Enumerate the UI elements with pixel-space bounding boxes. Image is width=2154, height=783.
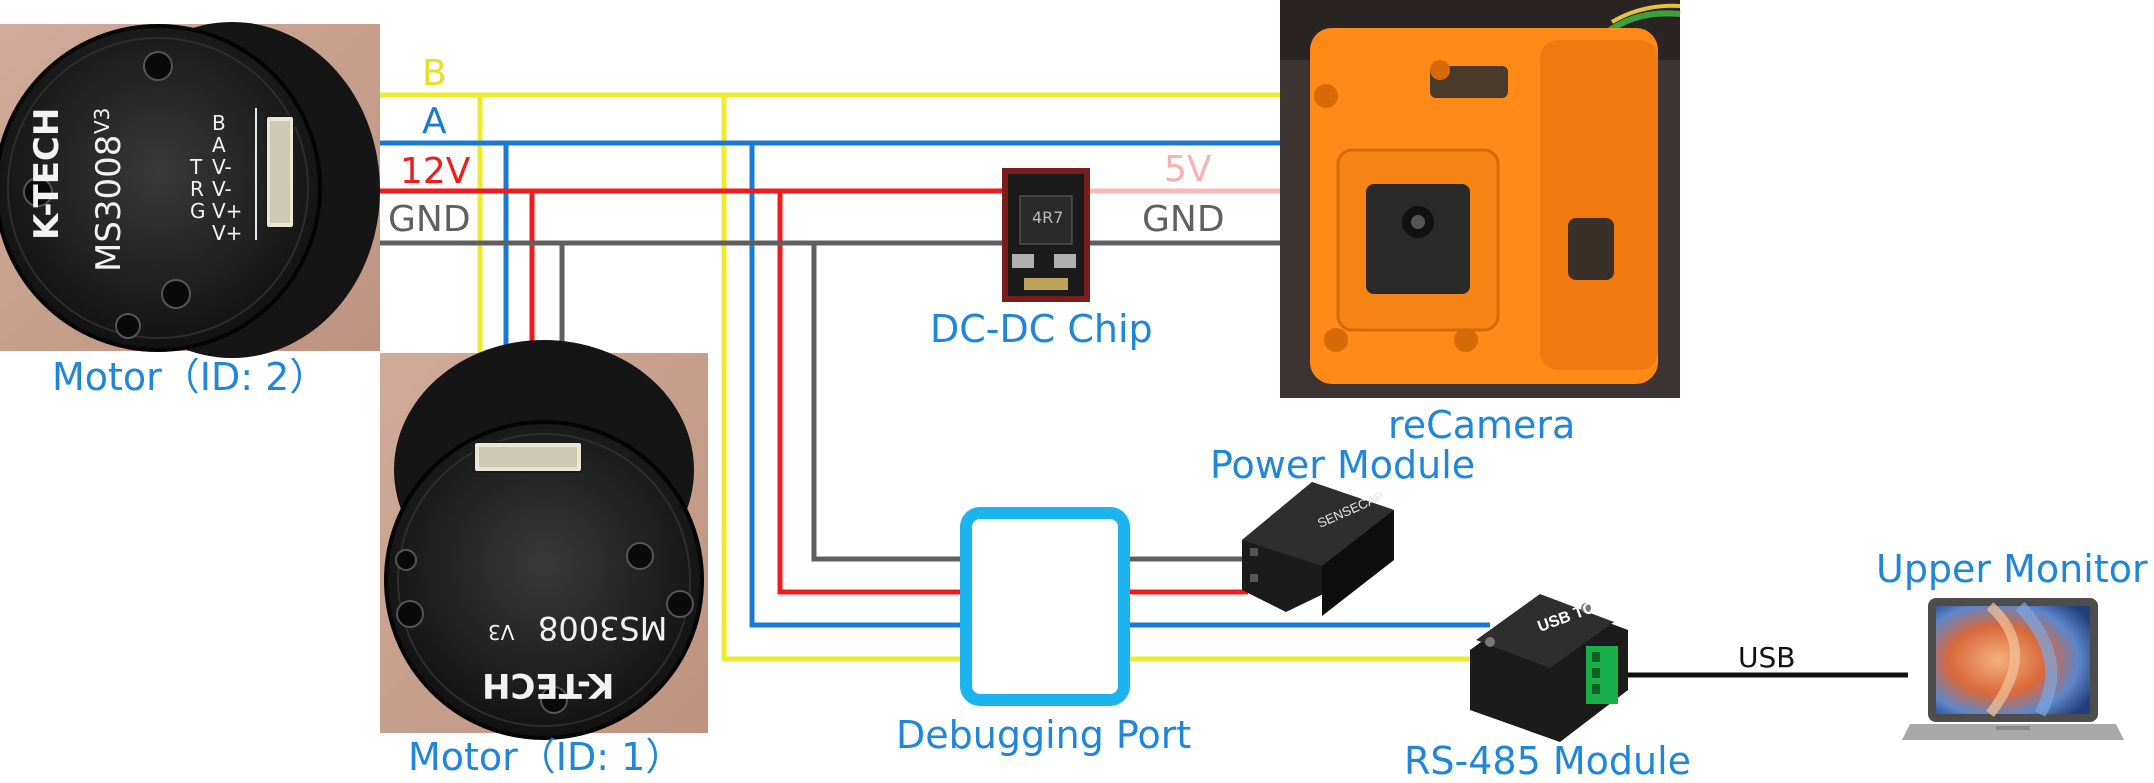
rs485-label: RS-485 Module <box>1404 739 1692 783</box>
power-module-label: Power Module <box>1210 443 1476 487</box>
usb-rs485-icon: USB TO <box>1470 594 1628 742</box>
motor-1-brand: K-TECH <box>482 665 615 705</box>
wire-label-a: A <box>422 101 447 142</box>
motor-2-photo <box>0 22 380 358</box>
motor-icon <box>0 24 322 352</box>
wire-b-yellow <box>380 92 1475 662</box>
motor-2-version: V3 <box>90 107 114 134</box>
motor-1-photo <box>380 340 708 740</box>
wire-label-12v: 12V <box>400 151 471 192</box>
dcdc-marking: 4R7 <box>1032 208 1064 227</box>
chip-icon <box>1002 168 1090 302</box>
recamera-label: reCamera <box>1388 403 1576 447</box>
wire-label-usb: USB <box>1738 641 1796 674</box>
upper-monitor-label: Upper Monitor <box>1876 547 2148 591</box>
motor-2-model: MS3008 <box>89 134 129 272</box>
power-module-icon: SENSECAP <box>1242 482 1394 616</box>
motor-1-model: MS3008 <box>538 609 668 647</box>
motor-icon <box>384 420 704 740</box>
wire-label-gnd-left: GND <box>388 199 471 240</box>
wire-label-b: B <box>422 53 447 94</box>
motor-2-brand: K-TECH <box>27 107 67 240</box>
debug-port-box <box>960 507 1130 706</box>
wire-label-gnd-right: GND <box>1142 199 1225 240</box>
motor-1-version: V3 <box>488 620 515 644</box>
dcdc-label: DC-DC Chip <box>930 307 1153 351</box>
debug-port-label: Debugging Port <box>896 713 1192 757</box>
motor-1-label: Motor（ID: 1） <box>408 735 684 779</box>
recamera-photo <box>1280 0 1681 398</box>
wire-gnd-gray <box>380 240 1280 562</box>
motor-2-pins-left: T R G <box>190 155 206 223</box>
wire-a-blue <box>380 140 1490 628</box>
wire-label-5v: 5V <box>1164 149 1212 190</box>
motor-2-label: Motor（ID: 2） <box>52 355 328 399</box>
laptop-icon <box>1902 598 2124 740</box>
motor-2-pins-right: B A V- V- V+ V+ <box>212 111 243 245</box>
wire-12v-red <box>380 188 1248 595</box>
